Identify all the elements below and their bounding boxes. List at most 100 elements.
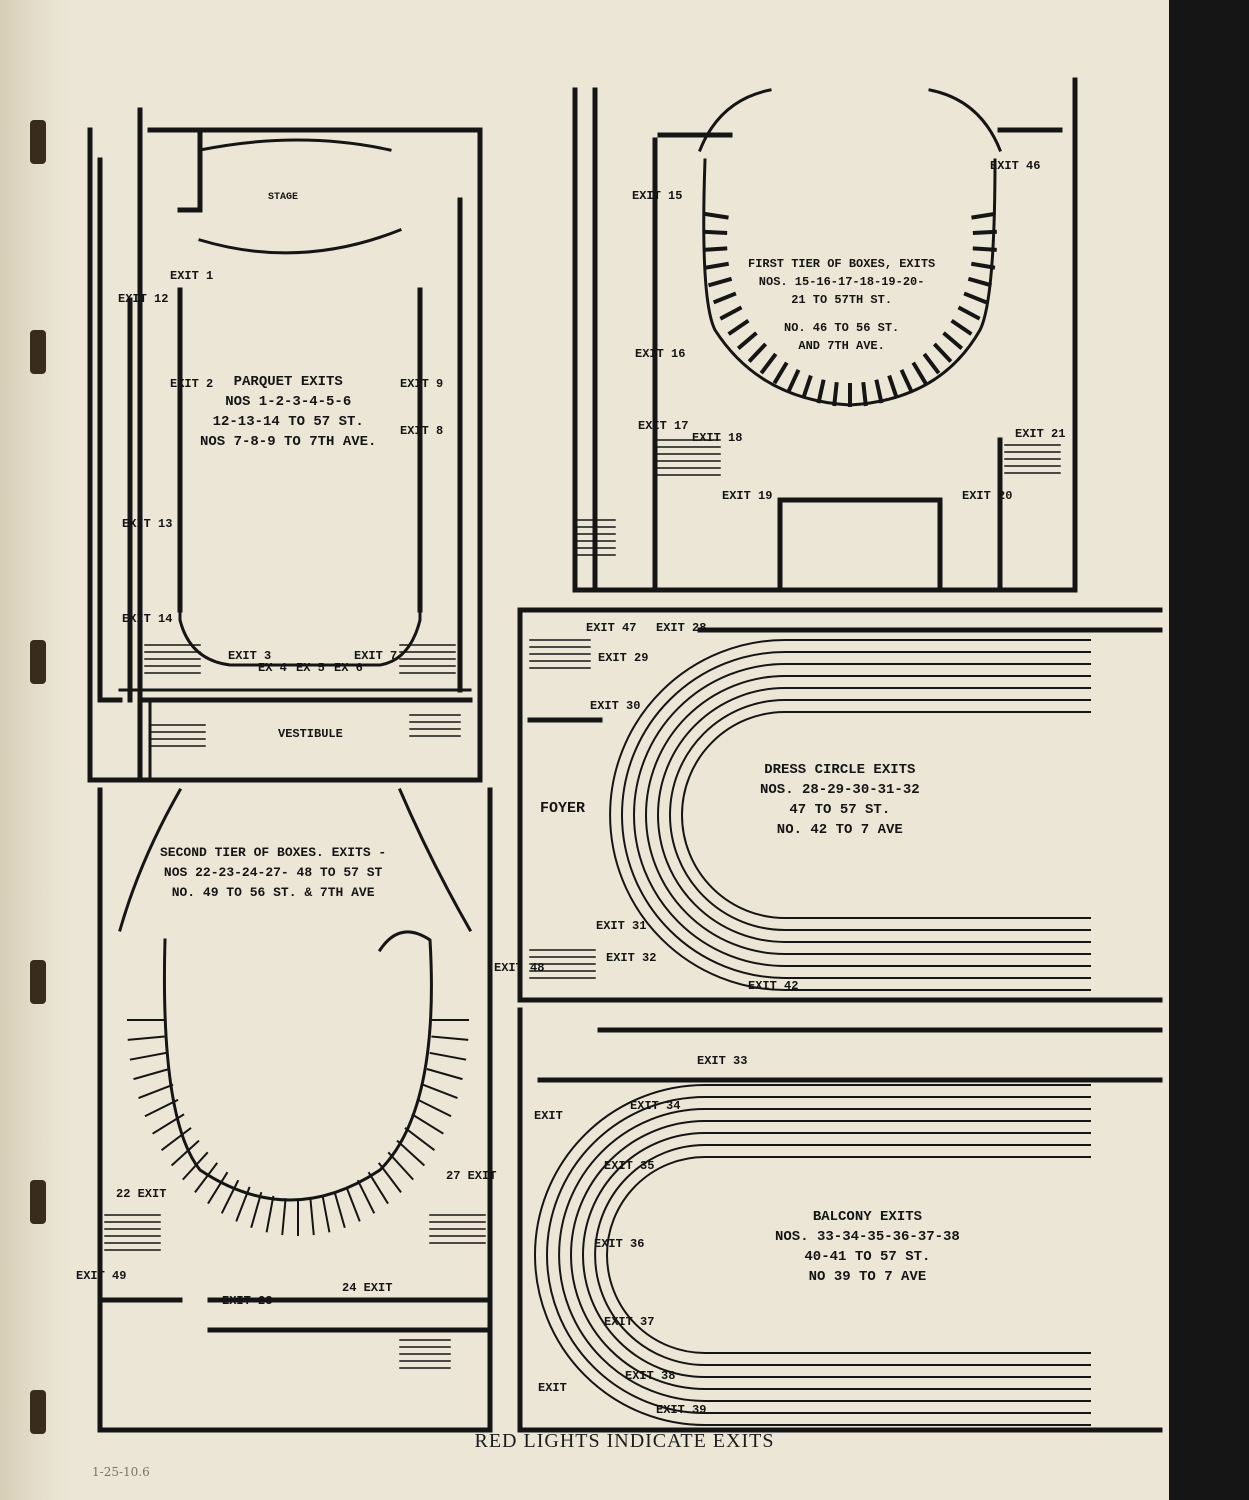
seating-row: [609, 639, 1091, 991]
partition-tick: [333, 1191, 346, 1229]
partition-tick: [133, 1068, 170, 1081]
exit-label: EXIT 23: [222, 1294, 273, 1308]
exit-label: EXIT 29: [598, 651, 649, 665]
box-tick-marks: [703, 211, 997, 407]
exit-label: EXIT 3: [228, 649, 272, 663]
partition-tick: [972, 229, 997, 235]
first-tier-caption: FIRST TIER OF BOXES, EXITS NOS. 15-16-17…: [748, 257, 936, 353]
partition-tick: [719, 305, 743, 321]
partition-tick: [704, 261, 730, 270]
partition-tick: [426, 1068, 463, 1081]
partition-tick: [235, 1186, 251, 1222]
partition-tick: [874, 379, 884, 404]
exit-label: EXIT 19: [722, 489, 773, 503]
binding-hole: [30, 1180, 46, 1224]
exit-label: EXIT 20: [962, 489, 1013, 503]
partition-tick: [417, 1098, 452, 1118]
exit-label: EXIT 15: [632, 189, 683, 203]
exit-label: EXIT 49: [76, 1269, 127, 1283]
partition-tick: [707, 276, 733, 288]
exit-label: EXIT 12: [118, 292, 169, 306]
seating-row: [669, 699, 1091, 931]
exit-label: 27 EXIT: [446, 1169, 497, 1183]
partition-tick: [971, 211, 996, 220]
partition-tick: [411, 1113, 444, 1135]
seating-row: [546, 1096, 1091, 1414]
binding-hole: [30, 640, 46, 684]
seating-row: [657, 687, 1091, 943]
partition-tick: [422, 1083, 458, 1099]
seating-rows: [534, 1084, 1091, 1426]
balcony-caption: BALCONY EXITS NOS. 33-34-35-36-37-38 40-…: [775, 1209, 960, 1285]
stage-label: STAGE: [268, 192, 299, 203]
partition-tick: [703, 246, 728, 252]
box-tick-marks: [127, 1019, 469, 1236]
partition-tick: [431, 1035, 469, 1041]
seating-row: [621, 651, 1091, 979]
partition-tick: [816, 379, 826, 404]
partition-tick: [887, 374, 899, 399]
seating-row: [594, 1144, 1091, 1366]
dress-circle-caption: DRESS CIRCLE EXITS NOS. 28-29-30-31-32 4…: [760, 762, 920, 838]
partition-tick: [703, 229, 728, 235]
exit-label: EXIT 9: [400, 377, 444, 391]
partition-tick: [759, 352, 778, 375]
exit-label: EXIT 21: [1015, 427, 1066, 441]
partition-tick: [861, 381, 868, 407]
second-tier-plan: [97, 787, 493, 1433]
stair-hatch: [144, 644, 461, 747]
partition-tick: [772, 361, 789, 385]
partition-tick: [747, 342, 768, 363]
seating-row: [645, 675, 1091, 955]
exit-label: 22 EXIT: [116, 1187, 167, 1201]
partition-tick: [387, 1151, 414, 1181]
partition-tick: [727, 318, 750, 336]
exit-label: EXIT: [538, 1381, 567, 1395]
partition-tick: [170, 1139, 200, 1167]
exit-label: EX 6: [334, 661, 363, 675]
partition-tick: [922, 352, 941, 375]
partition-tick: [970, 261, 996, 270]
footer-notice: RED LIGHTS INDICATE EXITS: [474, 1430, 775, 1452]
partition-tick: [309, 1198, 315, 1236]
exit-label: EX 4: [258, 661, 287, 675]
partition-tick: [972, 246, 997, 252]
partition-tick: [144, 1098, 179, 1118]
partition-tick: [957, 305, 981, 321]
partition-tick: [220, 1179, 240, 1214]
partition-tick: [786, 369, 801, 393]
second-tier-caption: SECOND TIER OF BOXES. EXITS - NOS 22-23-…: [160, 845, 387, 900]
partition-tick: [736, 331, 758, 350]
partition-tick: [832, 381, 839, 407]
vestibule-label: VESTIBULE: [278, 727, 343, 741]
seating-row: [681, 711, 1091, 919]
first-tier-plan: [572, 77, 1078, 593]
partition-tick: [250, 1191, 263, 1229]
partition-tick: [801, 374, 813, 399]
partition-tick: [345, 1186, 361, 1222]
exit-label: EXIT 42: [748, 979, 799, 993]
partition-tick: [207, 1171, 229, 1205]
partition-tick: [942, 331, 964, 350]
partition-tick: [963, 291, 988, 305]
exit-label: EXIT 47: [586, 621, 637, 635]
exit-label: EXIT 30: [590, 699, 641, 713]
seating-row: [582, 1132, 1091, 1378]
partition-tick: [138, 1083, 174, 1099]
partition-tick: [899, 369, 914, 393]
seating-row: [558, 1108, 1091, 1402]
exit-label: EXIT 38: [625, 1369, 676, 1383]
partition-tick: [377, 1162, 402, 1193]
scan-background: [1169, 0, 1249, 1500]
exit-label: EXIT 37: [604, 1315, 655, 1329]
foyer-label: FOYER: [540, 800, 586, 817]
parquet-caption: PARQUET EXITS NOS 1-2-3-4-5-6 12-13-14 T…: [200, 374, 377, 450]
dress-circle-plan: [517, 607, 1163, 1003]
seating-row: [606, 1156, 1091, 1354]
partition-tick: [967, 276, 993, 288]
binding-margin: [0, 0, 70, 1500]
exit-label: EXIT 16: [635, 347, 686, 361]
exit-label: EXIT 28: [656, 621, 707, 635]
